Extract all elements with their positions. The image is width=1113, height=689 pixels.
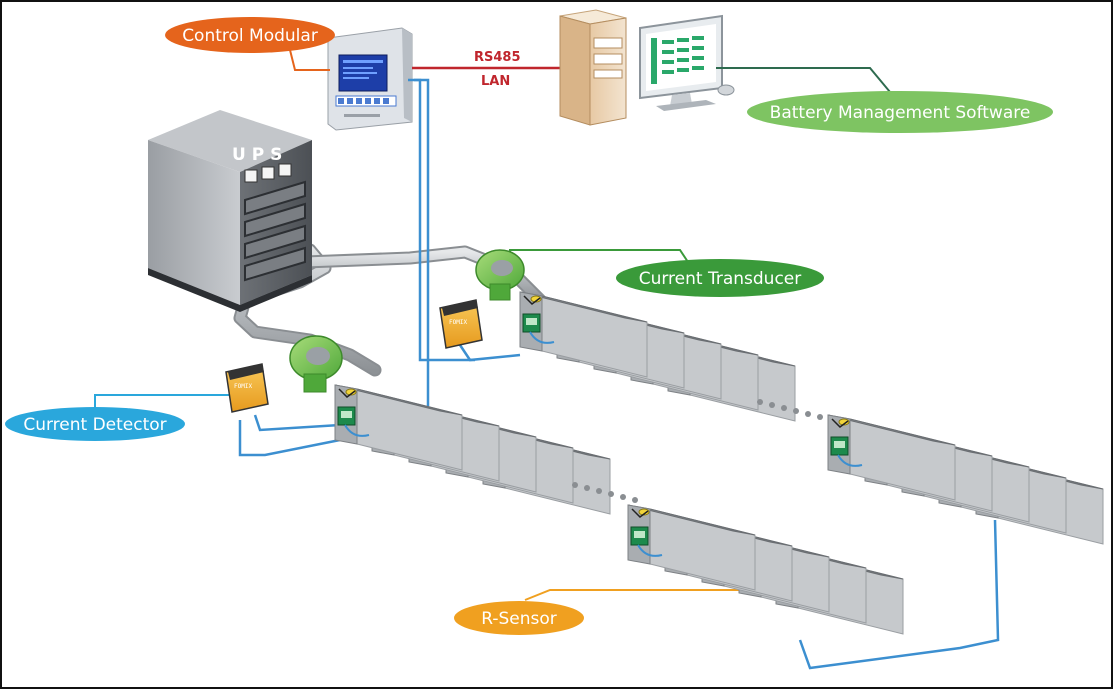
- ups-label: U P S: [232, 145, 282, 165]
- ups-indicator: [278, 163, 292, 177]
- label-battery-management-software: Battery Management Software: [747, 91, 1053, 133]
- current-transducer-ring-1: [289, 335, 343, 393]
- continuation-dots: [572, 399, 823, 503]
- label-battery-management-software-text: Battery Management Software: [770, 103, 1031, 123]
- current-detector-2: FOMIX: [439, 299, 483, 349]
- svg-text:FOMIX: FOMIX: [449, 319, 467, 326]
- label-r-sensor: R-Sensor: [454, 601, 584, 635]
- battery-cell: [827, 414, 956, 501]
- label-control-modular: Control Modular: [165, 17, 335, 53]
- ups-indicator: [244, 169, 258, 183]
- rs485-lan-link: RS485 LAN: [412, 50, 560, 89]
- mouse: [717, 84, 735, 96]
- label-current-transducer-text: Current Transducer: [639, 269, 802, 289]
- svg-text:FOMIX: FOMIX: [234, 383, 252, 390]
- control-module-device: [327, 27, 413, 131]
- battery-bank-right: [827, 414, 1104, 545]
- label-r-sensor-text: R-Sensor: [481, 609, 557, 629]
- link-protocol-rs485: RS485: [474, 50, 521, 65]
- ups-cabinet: U P S: [148, 110, 312, 312]
- battery-bank-bottom: [627, 504, 904, 635]
- battery-cell: [519, 291, 648, 378]
- label-control-modular-text: Control Modular: [182, 26, 318, 46]
- battery-bank-left: [334, 384, 611, 515]
- current-detector-1: FOMIX: [225, 363, 269, 413]
- link-protocol-lan: LAN: [481, 74, 510, 89]
- battery-banks: [334, 291, 1104, 635]
- ups-indicator: [261, 166, 275, 180]
- label-current-detector-text: Current Detector: [23, 415, 166, 435]
- monitor: [639, 14, 735, 111]
- label-current-detector: Current Detector: [5, 407, 185, 441]
- label-current-transducer: Current Transducer: [616, 259, 824, 297]
- battery-cell: [627, 504, 756, 591]
- pc-tower: [559, 9, 627, 126]
- battery-cell: [334, 384, 463, 471]
- current-transducer-ring-2: [475, 249, 525, 301]
- battery-bank-top: [519, 291, 796, 422]
